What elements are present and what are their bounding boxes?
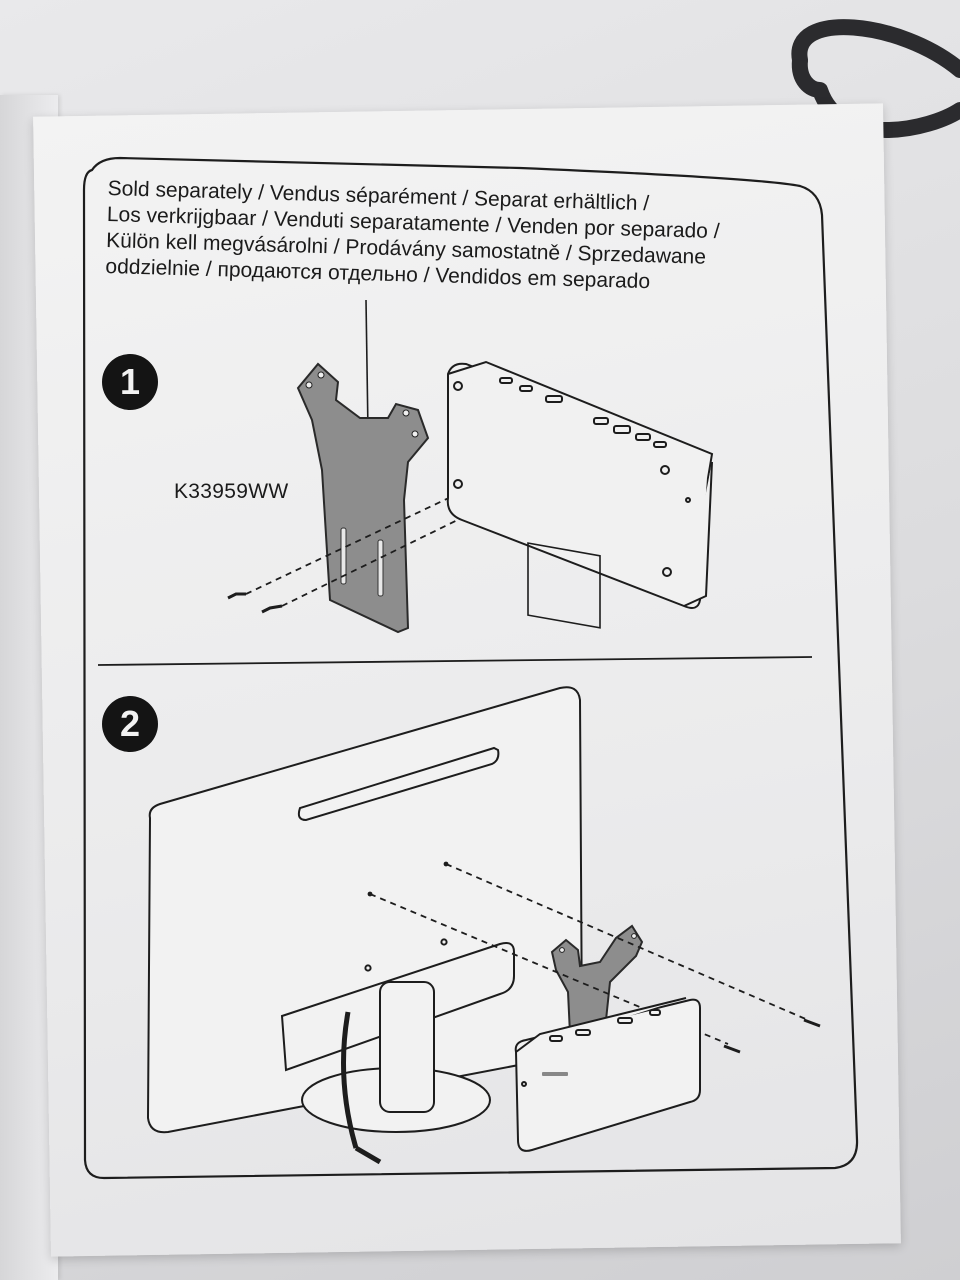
docking-station: [446, 360, 714, 629]
screw-icon-2: [723, 1018, 821, 1054]
screw-icon: [227, 592, 283, 614]
step-1-badge: 1: [102, 354, 158, 410]
pointer-line: [365, 299, 369, 433]
step-2-badge: 2: [102, 696, 158, 752]
content-frame: [82, 156, 859, 1180]
sold-separately-note: Sold separately / Vendus séparément / Se…: [105, 176, 808, 300]
part-number-label: K33959WW: [174, 480, 289, 503]
step-divider: [97, 656, 813, 666]
vesa-bracket: [296, 362, 430, 634]
vesa-bracket-mounted: [550, 924, 644, 1036]
monitor-stand: [301, 981, 491, 1165]
docking-station-mounted: [514, 997, 701, 1152]
